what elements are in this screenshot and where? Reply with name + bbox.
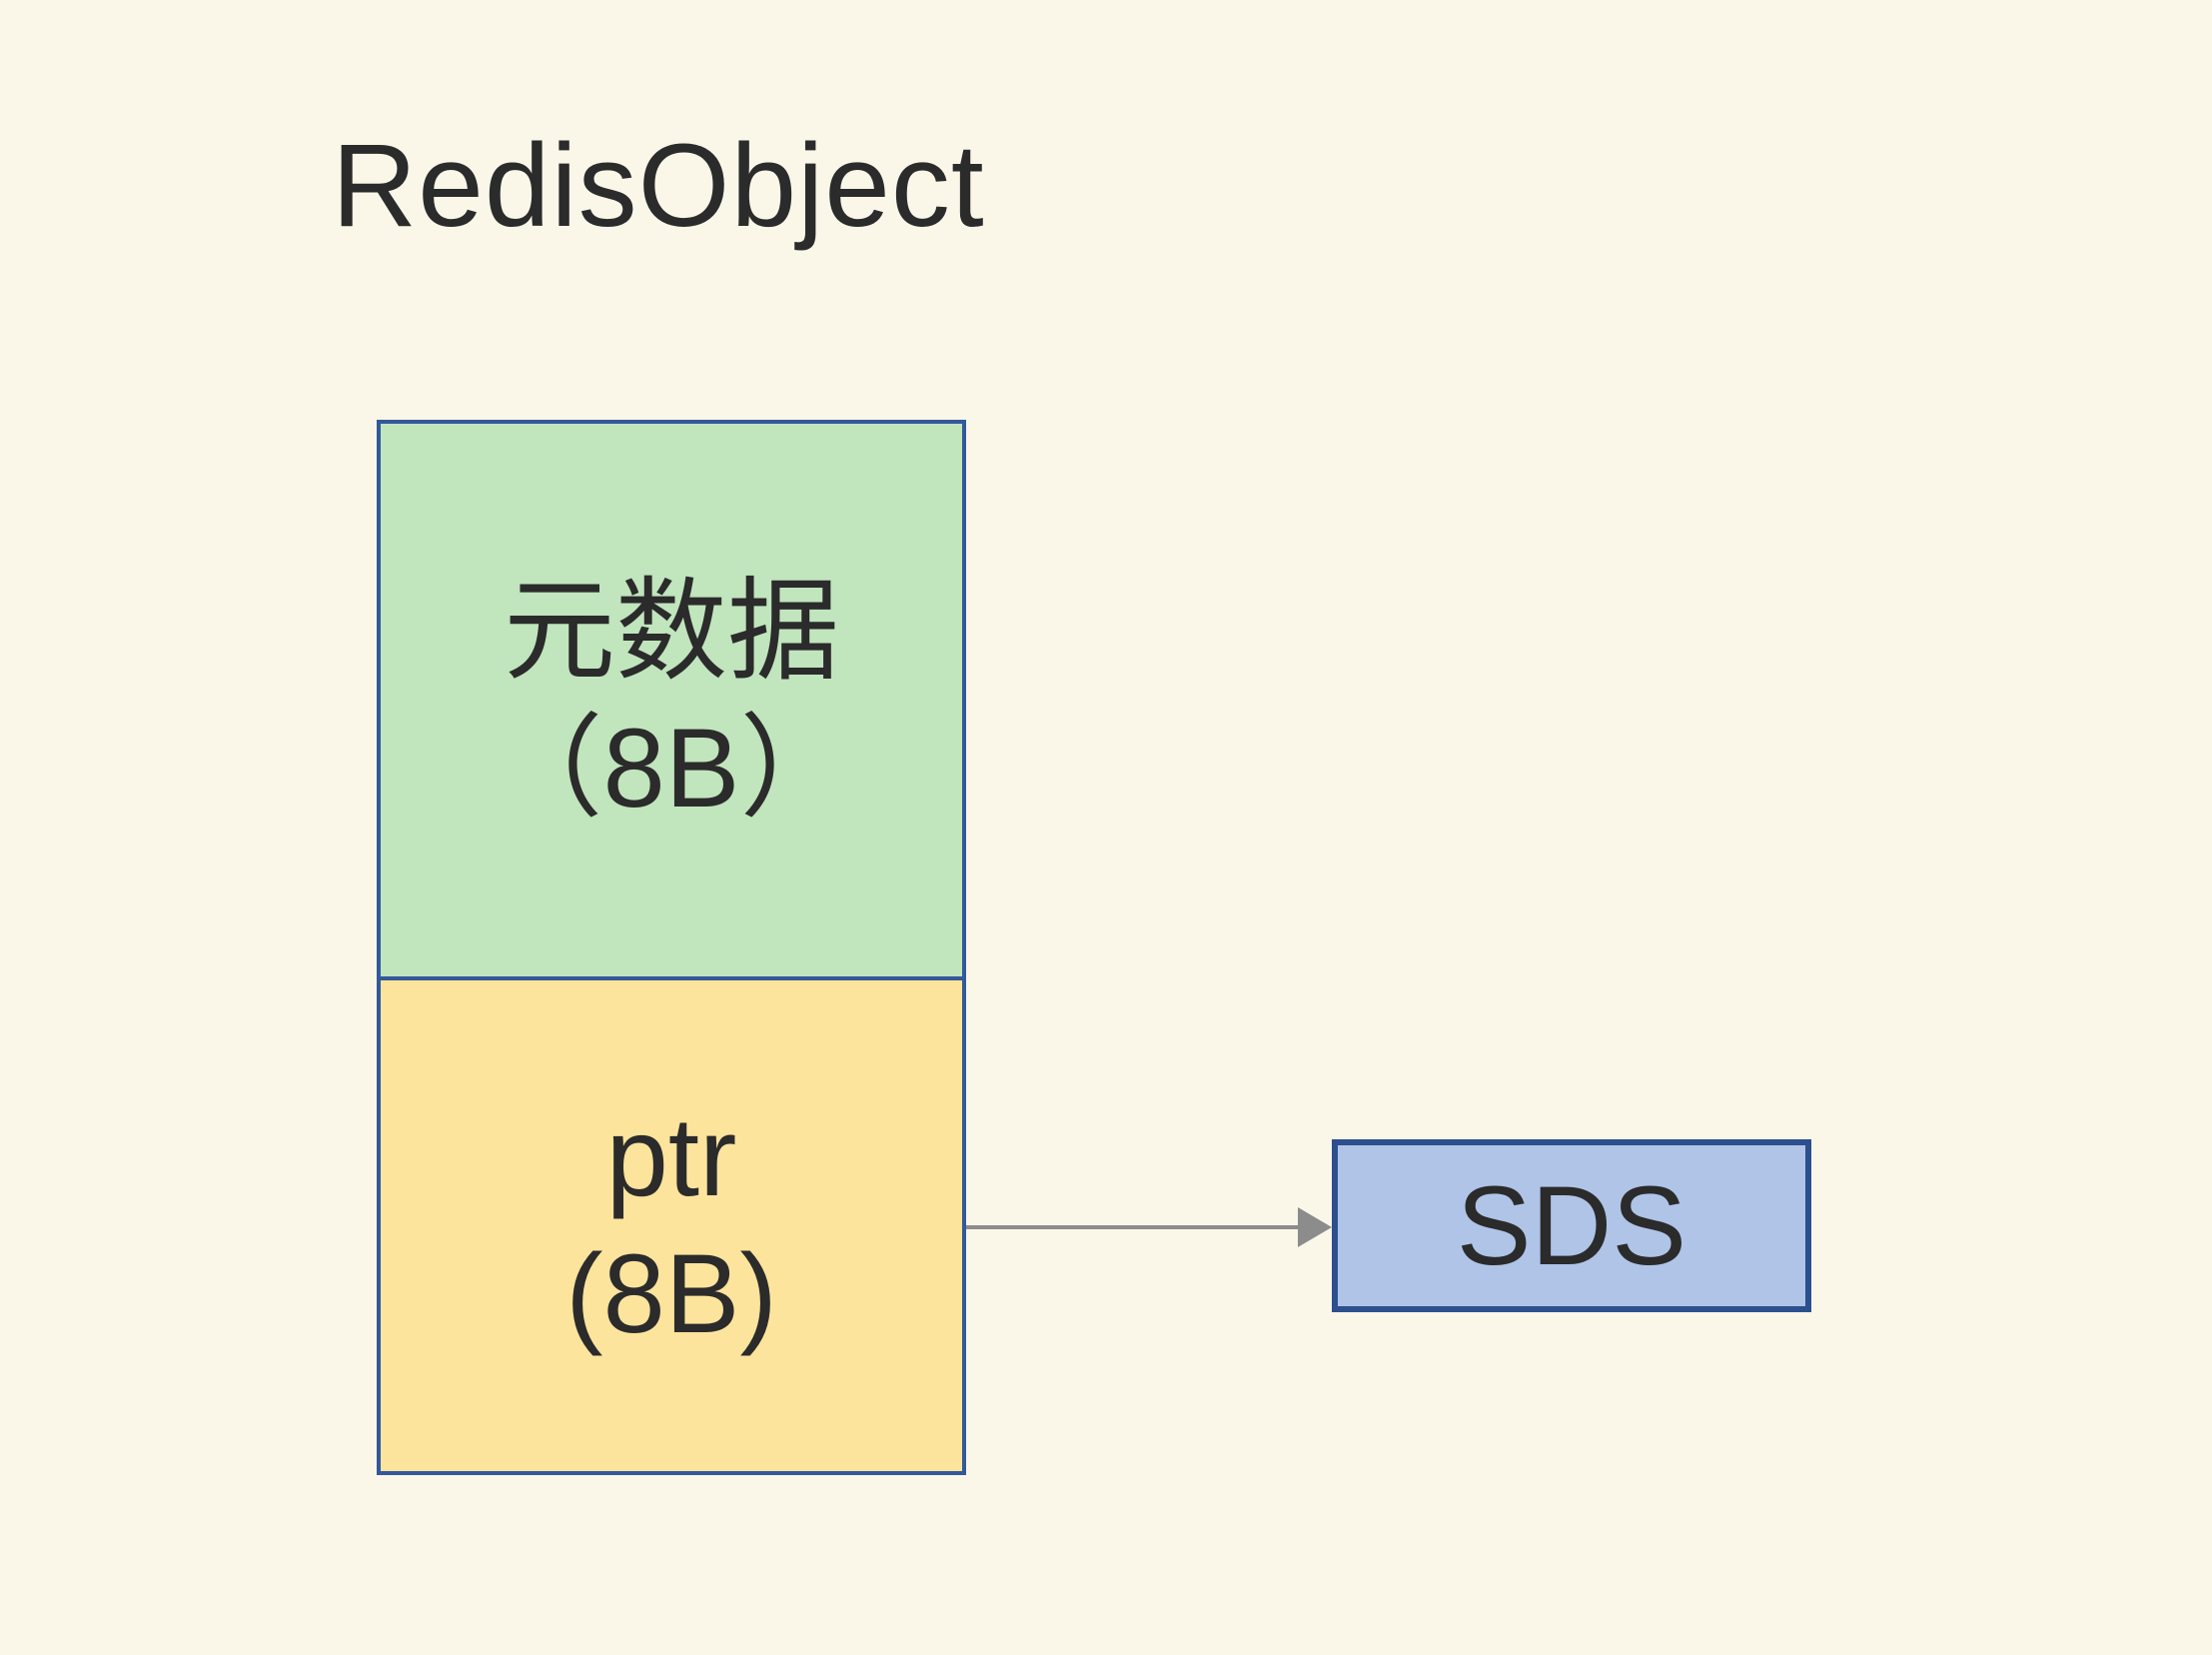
diagram-title: RedisObject — [332, 120, 985, 252]
ptr-cell-size: (8B) — [565, 1230, 777, 1356]
sds-box-label: SDS — [1456, 1163, 1687, 1288]
sds-box: SDS — [1332, 1139, 1811, 1312]
metadata-cell-size: （8B） — [491, 705, 852, 830]
pointer-arrowhead-icon — [1298, 1207, 1332, 1247]
metadata-cell-label: 元数据 — [504, 568, 839, 694]
ptr-cell: ptr (8B) — [381, 980, 962, 1471]
redisobject-struct: 元数据 （8B） ptr (8B) — [377, 420, 966, 1475]
ptr-cell-label: ptr — [605, 1093, 737, 1219]
pointer-arrow-line — [966, 1225, 1300, 1229]
metadata-cell: 元数据 （8B） — [381, 424, 962, 980]
